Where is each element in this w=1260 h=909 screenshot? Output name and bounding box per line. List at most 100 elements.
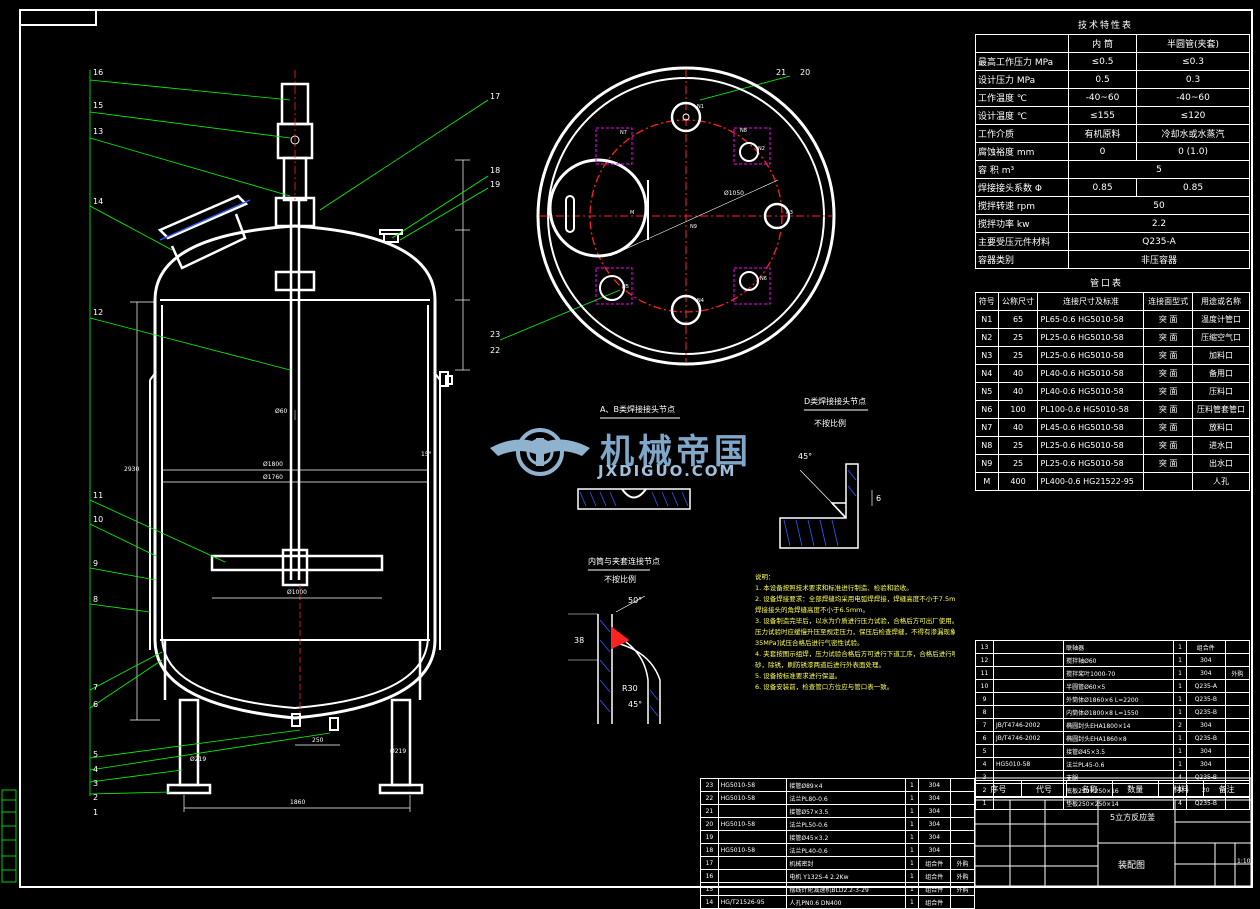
table-cell: 304: [1185, 718, 1226, 732]
part-leader-number: 9: [93, 559, 99, 568]
table-cell: 4: [1173, 796, 1187, 810]
table-cell: 0.85: [1067, 178, 1138, 197]
table-cell: 21: [700, 804, 719, 818]
dim-d1000: Ø1000: [287, 589, 307, 596]
table-cell: HG5010-58: [717, 791, 788, 805]
table-cell: 1: [905, 843, 919, 857]
table-cell: 12: [975, 653, 994, 667]
table-cell: 备用口: [1191, 364, 1251, 383]
table-cell: 4: [975, 757, 994, 771]
nozzle-table-title: 管口表: [1090, 279, 1124, 289]
angle-45b: 45°: [628, 700, 643, 709]
table-cell: ≤120: [1136, 106, 1250, 125]
table-cell: 半圆管Ø60×5: [1063, 679, 1175, 693]
table-cell: 内筒体Ø1800×8 L=1550: [1063, 705, 1175, 719]
table-cell: [1224, 744, 1251, 758]
table-cell: 304: [1185, 653, 1226, 667]
note-line: 4. 夹套按图示组焊，压力试验合格后方可进行下道工序，合格后进行喷: [755, 650, 955, 658]
part-leader-number: 16: [93, 68, 104, 77]
table-cell: 1: [905, 791, 919, 805]
table-cell: N2: [975, 328, 999, 347]
left-edge-boxes: [1, 789, 17, 883]
part-leader-number: 15: [93, 101, 104, 110]
table-cell: 最高工作压力 MPa: [975, 52, 1069, 71]
table-cell: PL40-0.6 HG5010-58: [1037, 382, 1145, 401]
table-cell: 接管Ø45×3.2: [786, 830, 907, 844]
table-cell: [1143, 472, 1193, 491]
table-cell: 搅拌桨叶1000-70: [1063, 666, 1175, 680]
part-leader-number: 3: [93, 779, 99, 788]
part-leader-number: 21: [776, 68, 787, 77]
table-cell: 接管Ø57×3.5: [786, 804, 907, 818]
table-cell: 1: [1173, 705, 1187, 719]
table-cell: 突 面: [1143, 346, 1193, 365]
table-row: 内 筒半圆管(夹套): [975, 34, 1250, 53]
table-cell: 0: [1067, 142, 1138, 161]
table-cell: 连接面型式: [1143, 292, 1193, 311]
table-cell: 304: [917, 778, 952, 792]
table-cell: 摆线针轮减速机BLD2.2-3-29: [786, 882, 907, 896]
drawing-scale: 1:10: [1237, 858, 1251, 865]
frame-tag: [19, 9, 97, 26]
dim-38: 38: [574, 636, 585, 645]
table-cell: [950, 895, 975, 909]
nozzle-marker: N9: [690, 224, 697, 230]
table-cell: 容器类别: [975, 250, 1069, 269]
nozzle-marker: N8: [740, 128, 747, 134]
part-leader-number: 22: [490, 346, 501, 355]
table-cell: 25: [997, 346, 1039, 365]
table-cell: 用途或名称: [1191, 292, 1251, 311]
table-cell: -40~60: [1136, 88, 1250, 107]
table-cell: 18: [700, 843, 719, 857]
table-cell: PL40-0.6 HG5010-58: [1037, 364, 1145, 383]
top-view: [536, 66, 836, 366]
part-leader-number: 4: [93, 765, 99, 774]
project-title: 5立方反应釜: [1110, 813, 1156, 822]
table-cell: 外购: [1224, 666, 1251, 680]
part-leader-number: 23: [490, 330, 501, 339]
detail-d-title: D类焊接接头节点: [804, 397, 867, 406]
table-cell: 非压容器: [1068, 250, 1250, 269]
part-leader-number: 10: [93, 515, 104, 524]
table-cell: 突 面: [1143, 436, 1193, 455]
table-cell: 0.85: [1136, 178, 1250, 197]
dim-d219b: Ø219: [390, 748, 407, 755]
table-cell: 加料口: [1191, 346, 1251, 365]
table-cell: N7: [975, 418, 999, 437]
table-cell: 组合件: [1185, 640, 1226, 654]
table-cell: 22: [700, 791, 719, 805]
dim-a15: 15°: [421, 451, 432, 458]
dim-d219: Ø219: [190, 756, 207, 763]
table-cell: [992, 666, 1065, 680]
table-row: 最高工作压力 MPa≤0.5≤0.3: [975, 52, 1250, 71]
table-cell: [950, 830, 975, 844]
table-cell: [992, 640, 1065, 654]
dim-r30: R30: [622, 684, 638, 693]
angle-50: 50°: [628, 596, 643, 605]
table-cell: 1: [1173, 653, 1187, 667]
table-cell: Q235-B: [1185, 705, 1226, 719]
table-cell: 连接尺寸及标准: [1037, 292, 1145, 311]
table-cell: 1: [905, 869, 919, 883]
table-cell: 内 筒: [1067, 34, 1138, 53]
